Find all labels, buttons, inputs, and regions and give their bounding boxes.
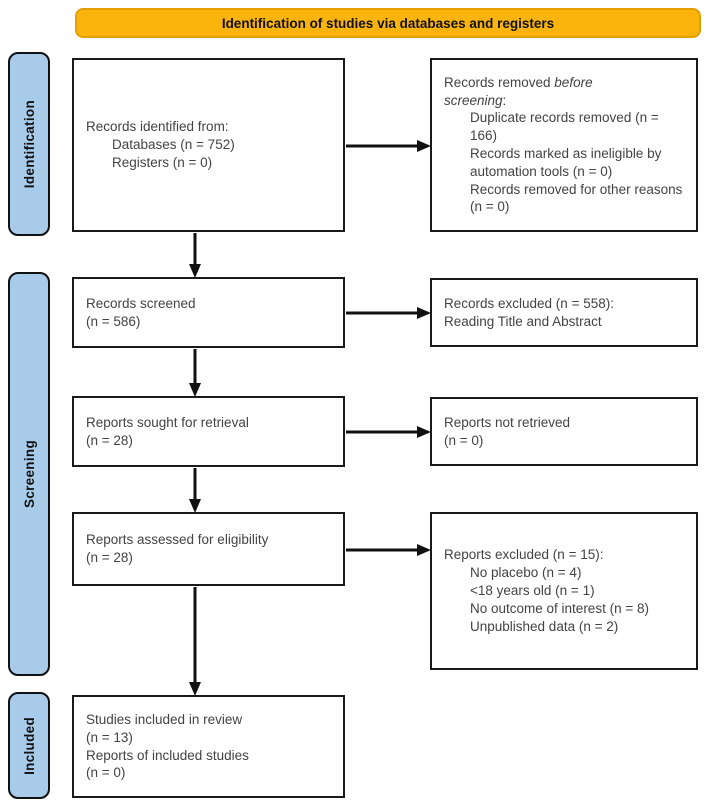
box-line: (n = 28) <box>86 432 133 448</box>
box-line: Reports assessed for eligibility <box>86 532 269 548</box>
arrow-assessed-to-reports-excluded <box>346 544 431 556</box>
box-item: Records marked as ineligible by automati… <box>470 146 662 179</box>
box-title-text: : <box>502 92 507 108</box>
box-item: <18 years old (n = 1) <box>470 583 595 599</box>
box-line: Records screened <box>86 295 196 311</box>
box-line: Reports sought for retrieval <box>86 414 249 430</box>
records-excluded-box: Records excluded (n = 558): Reading Titl… <box>430 278 698 347</box>
box-line: (n = 0) <box>86 765 126 781</box>
box-title: Records identified from: <box>86 119 229 135</box>
records-removed-box: Records removed before screening: Duplic… <box>430 58 698 232</box>
arrow-sought-to-not-retrieved <box>346 426 431 438</box>
box-item: No placebo (n = 4) <box>470 565 582 581</box>
reports-excluded-box: Reports excluded (n = 15): No placebo (n… <box>430 512 698 670</box>
banner-title: Identification of studies via databases … <box>75 8 701 38</box>
stage-label-screening: Screening <box>8 272 50 676</box>
reports-sought-box: Reports sought for retrieval (n = 28) <box>72 396 345 467</box>
box-title-emphasis: before <box>554 74 593 90</box>
box-title-text: Records removed <box>444 74 555 90</box>
box-line: (n = 28) <box>86 550 133 565</box>
arrow-sought-to-assessed <box>189 468 201 513</box>
box-title: Records removed before screening: <box>444 74 688 110</box>
box-line: (n = 0) <box>444 432 484 448</box>
box-title-emphasis: screening <box>444 92 503 108</box>
arrow-screened-to-sought <box>189 349 201 397</box>
box-item: Records removed for other reasons (n = 0… <box>470 181 683 215</box>
records-screened-box: Records screened (n = 586) <box>72 277 345 348</box>
stage-label-identification: Identification <box>8 52 50 236</box>
box-item: No outcome of interest (n = 8) <box>470 600 649 616</box>
arrow-screened-to-excluded <box>346 307 431 319</box>
box-line: Studies included in review <box>86 711 243 727</box>
box-line: (n = 13) <box>86 729 133 745</box>
box-line: Reports not retrieved <box>444 414 571 430</box>
box-item: Duplicate records removed (n = 166) <box>470 110 659 144</box>
arrow-assessed-to-included <box>189 587 201 696</box>
reports-assessed-box: Reports assessed for eligibility (n = 28… <box>72 512 345 586</box>
arrow-identified-to-screened <box>189 233 201 278</box>
box-line: Reports of included studies <box>86 747 249 763</box>
box-line: (n = 586) <box>86 313 141 329</box>
box-title: Reports excluded (n = 15): <box>444 547 604 563</box>
box-line: Reading Title and Abstract <box>444 313 602 329</box>
box-item: Databases (n = 752) <box>112 137 235 153</box>
box-item: Registers (n = 0) <box>112 154 213 170</box>
box-item: Unpublished data (n = 2) <box>470 618 619 634</box>
studies-included-box: Studies included in review (n = 13) Repo… <box>72 695 345 798</box>
stage-label-included: Included <box>8 692 50 799</box>
box-line: Records excluded (n = 558): <box>444 295 614 311</box>
arrow-identified-to-removed <box>346 140 431 152</box>
records-identified-box: Records identified from: Databases (n = … <box>72 58 345 232</box>
reports-not-retrieved-box: Reports not retrieved (n = 0) <box>430 397 698 466</box>
